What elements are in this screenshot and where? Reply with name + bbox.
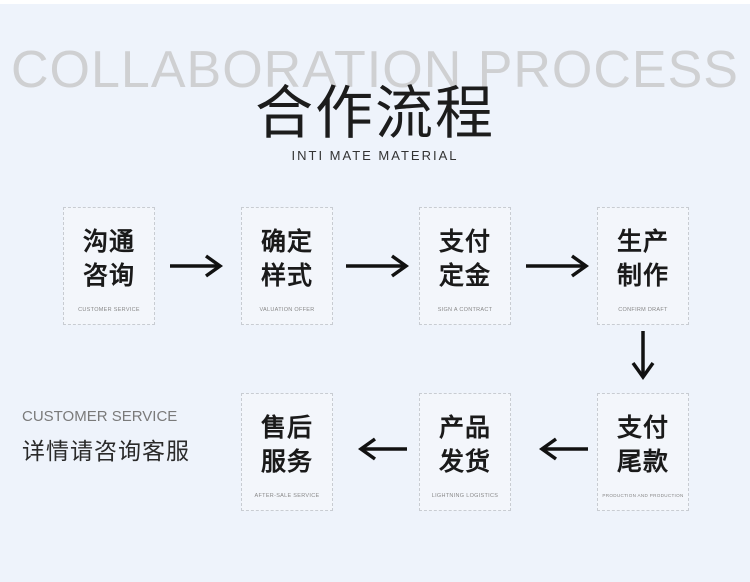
step-production: 生产 制作 CONFIRM DRAFT (597, 207, 689, 325)
step-caption: CONFIRM DRAFT (618, 307, 668, 313)
step-title: 产品 发货 (438, 413, 491, 476)
arrow-right-icon (170, 254, 224, 278)
background-title: COLLABORATION PROCESS (11, 41, 739, 99)
step-title: 支付 尾款 (616, 413, 669, 476)
top-rule (0, 0, 750, 4)
page-title: 合作流程 (254, 79, 495, 147)
step-title: 支付 定金 (438, 227, 491, 290)
arrow-left-icon (357, 437, 407, 461)
step-communicate: 沟通 咨询 CUSTOMER SERVICE (63, 207, 155, 325)
page-subtitle: INTI MATE MATERIAL (291, 148, 459, 163)
step-caption: LIGHTNING LOGISTICS (431, 493, 499, 499)
arrow-right-icon (526, 254, 590, 278)
step-caption: PRODUCTION AND PRODUCTION (602, 493, 684, 498)
step-caption: VALUATION OFFER (259, 307, 315, 313)
side-caption-cn: 详情请咨询客服 (22, 439, 190, 465)
arrow-left-icon (538, 437, 588, 461)
step-pay-deposit: 支付 定金 SIGN A CONTRACT (419, 207, 511, 325)
arrow-down-icon (631, 331, 655, 381)
step-confirm-style: 确定 样式 VALUATION OFFER (241, 207, 333, 325)
step-title: 售后 服务 (260, 413, 313, 476)
side-caption-en: CUSTOMER SERVICE (22, 408, 178, 425)
step-title: 生产 制作 (616, 227, 669, 290)
step-pay-balance: 支付 尾款 PRODUCTION AND PRODUCTION (597, 393, 689, 511)
step-caption: AFTER-SALE SERVICE (254, 493, 320, 499)
step-caption: CUSTOMER SERVICE (78, 307, 140, 313)
step-title: 确定 样式 (260, 227, 313, 290)
step-shipping: 产品 发货 LIGHTNING LOGISTICS (419, 393, 511, 511)
step-caption: SIGN A CONTRACT (437, 307, 493, 313)
step-after-sale: 售后 服务 AFTER-SALE SERVICE (241, 393, 333, 511)
arrow-right-icon (346, 254, 410, 278)
step-title: 沟通 咨询 (82, 227, 135, 290)
